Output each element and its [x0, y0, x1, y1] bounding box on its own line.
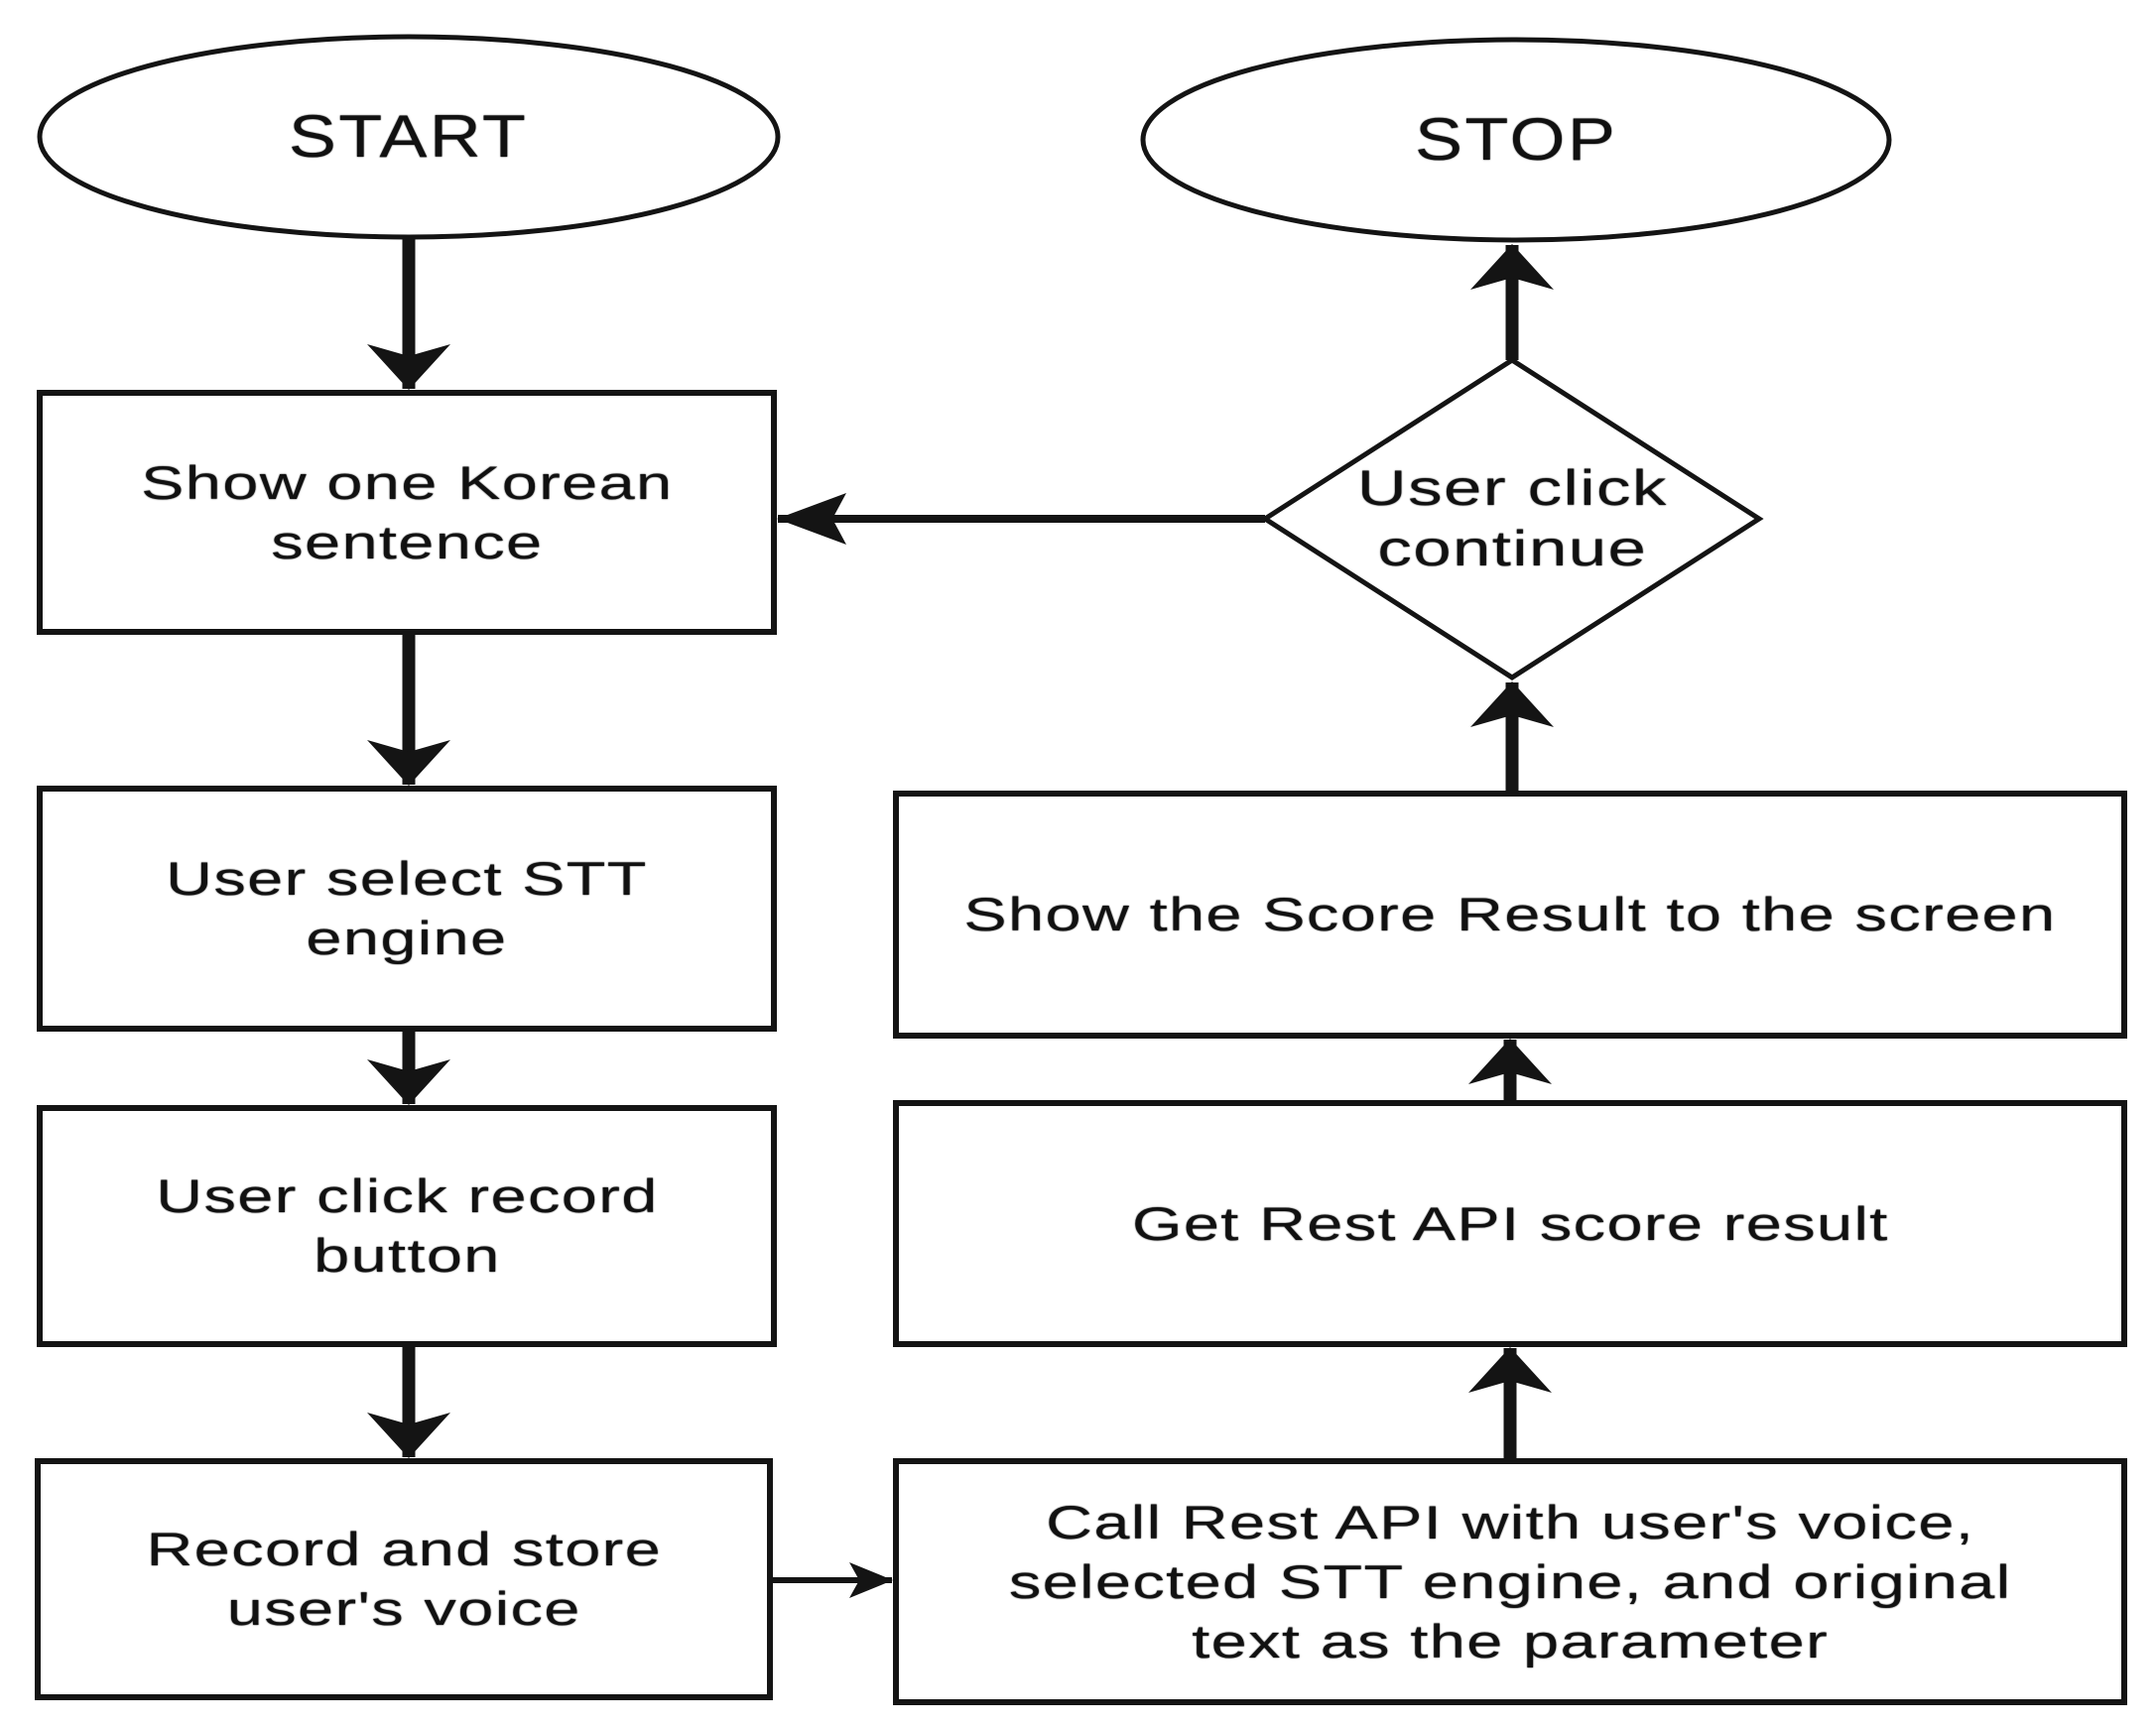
process-show-sentence-shape [37, 390, 777, 635]
process-select-engine-shape [37, 786, 777, 1032]
decision-user-continue-shape [1260, 357, 1764, 680]
process-call-api-shape [893, 1458, 2127, 1705]
process-get-result-shape [893, 1100, 2127, 1347]
process-show-score-shape [893, 791, 2127, 1039]
flow-arrows-layer [367, 236, 1554, 1598]
terminator-start-shape [37, 34, 781, 240]
process-click-record-shape [37, 1105, 777, 1347]
process-record-store-shape [35, 1458, 773, 1700]
terminator-stop-shape [1140, 37, 1892, 243]
